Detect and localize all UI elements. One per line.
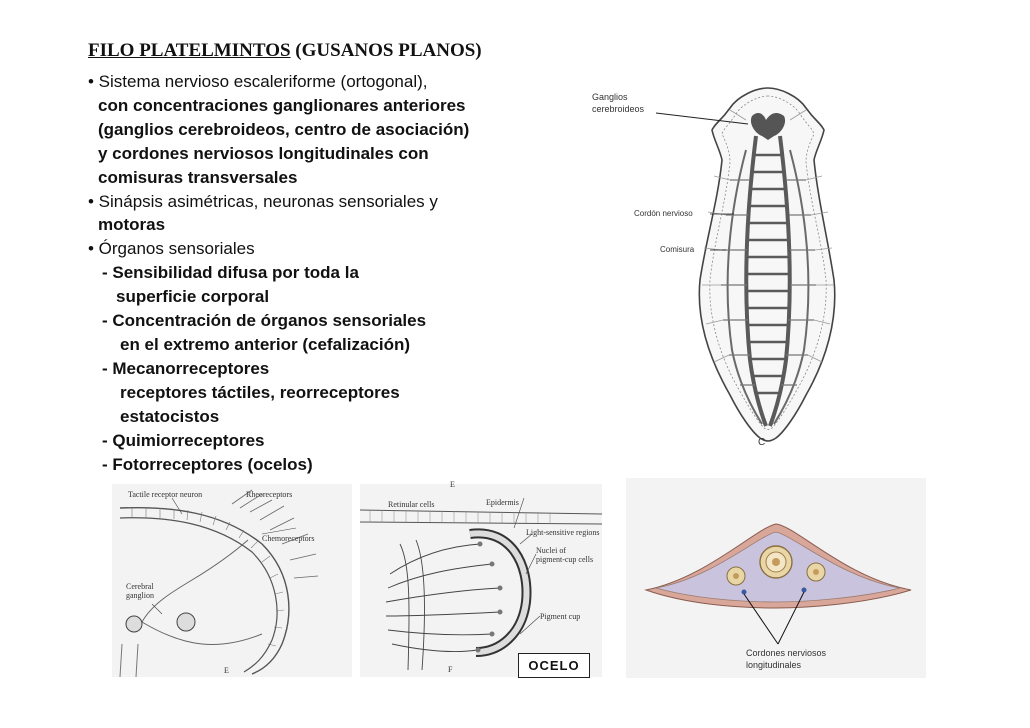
- text-line: - Concentración de órganos sensoriales: [102, 311, 427, 331]
- receptors-illustration: [119, 489, 319, 677]
- text-line: - Quimiorreceptores: [102, 430, 265, 450]
- label-cerebral: Cerebral: [126, 582, 154, 591]
- label-epidermis: Epidermis: [486, 498, 519, 507]
- page-title: FILO PLATELMINTOS (GUSANOS PLANOS): [88, 40, 482, 62]
- label-comisura: Comisura: [660, 245, 695, 254]
- label-longitudinales: longitudinales: [746, 660, 802, 670]
- text-line: - Fotorreceptores (ocelos): [102, 454, 313, 474]
- label-cordones-nerviosos: Cordones nerviosos: [746, 648, 827, 658]
- sensory-receptors-figure: Tactile receptor neuron Rheoreceptors Ch…: [112, 484, 352, 677]
- label-rheoreceptors: Rheoreceptors: [246, 490, 293, 499]
- text-line: - Mecanorreceptores: [102, 358, 270, 378]
- label-nuclei-of: Nuclei of: [536, 546, 566, 555]
- ocelo-label-box: OCELO: [518, 653, 590, 678]
- flatworm-illustration: [655, 87, 836, 442]
- text-line: con concentraciones ganglionares anterio…: [98, 95, 466, 115]
- label-tactile-receptor: Tactile receptor neuron: [128, 490, 203, 499]
- label-retinular-cells: Retinular cells: [388, 500, 435, 509]
- label-light-sensitive: Light-sensitive regions: [526, 528, 600, 537]
- label-pigment-cup-cells: pigment-cup cells: [536, 555, 594, 564]
- text-line: motoras: [98, 215, 166, 235]
- text-line: estatocistos: [120, 406, 220, 426]
- text-line: (ganglios cerebroideos, centro de asocia…: [98, 119, 470, 139]
- label-ganglios: Ganglios: [592, 92, 628, 102]
- bullet-text-block: • Sistema nervioso escaleriforme (ortogo…: [88, 70, 558, 476]
- text-line: • Sistema nervioso escaleriforme (ortogo…: [88, 72, 428, 91]
- ocelus-illustration: [360, 497, 602, 671]
- flatworm-nervous-system-figure: Ganglios cerebroideos Cordón nervioso Co…: [580, 80, 960, 460]
- text-line: comisuras transversales: [98, 167, 298, 187]
- text-line: en el extremo anterior (cefalización): [120, 334, 411, 354]
- panel-letter-e: E: [224, 666, 229, 675]
- label-cordon-nervioso: Cordón nervioso: [634, 209, 693, 218]
- title-common-name: (GUSANOS PLANOS): [290, 40, 482, 61]
- text-line: • Órganos sensoriales: [88, 239, 255, 259]
- text-line: - Sensibilidad difusa por toda la: [102, 263, 359, 283]
- ocelus-figure: E Retinular cells Epidermis Light-sensit…: [360, 480, 602, 677]
- text-line: • Sinápsis asimétricas, neuronas sensori…: [88, 191, 438, 211]
- text-line: superficie corporal: [116, 287, 270, 307]
- label-chemoreceptors: Chemoreceptors: [262, 534, 315, 543]
- panel-letter-c: C: [758, 437, 766, 448]
- text-line: y cordones nerviosos longitudinales con: [98, 143, 429, 163]
- panel-letter-e-top: E: [450, 480, 455, 489]
- label-cerebroideos: cerebroideos: [592, 104, 645, 114]
- panel-letter-f: F: [448, 665, 453, 674]
- cross-section-figure: Cordones nerviosos longitudinales: [626, 478, 926, 678]
- text-line: receptores táctiles, reorreceptores: [120, 382, 400, 402]
- title-phylum: FILO PLATELMINTOS: [88, 40, 291, 61]
- label-pigment-cup: Pigment cup: [540, 612, 581, 621]
- cross-section-illustration: [644, 523, 912, 645]
- label-ganglion: ganglion: [126, 591, 154, 600]
